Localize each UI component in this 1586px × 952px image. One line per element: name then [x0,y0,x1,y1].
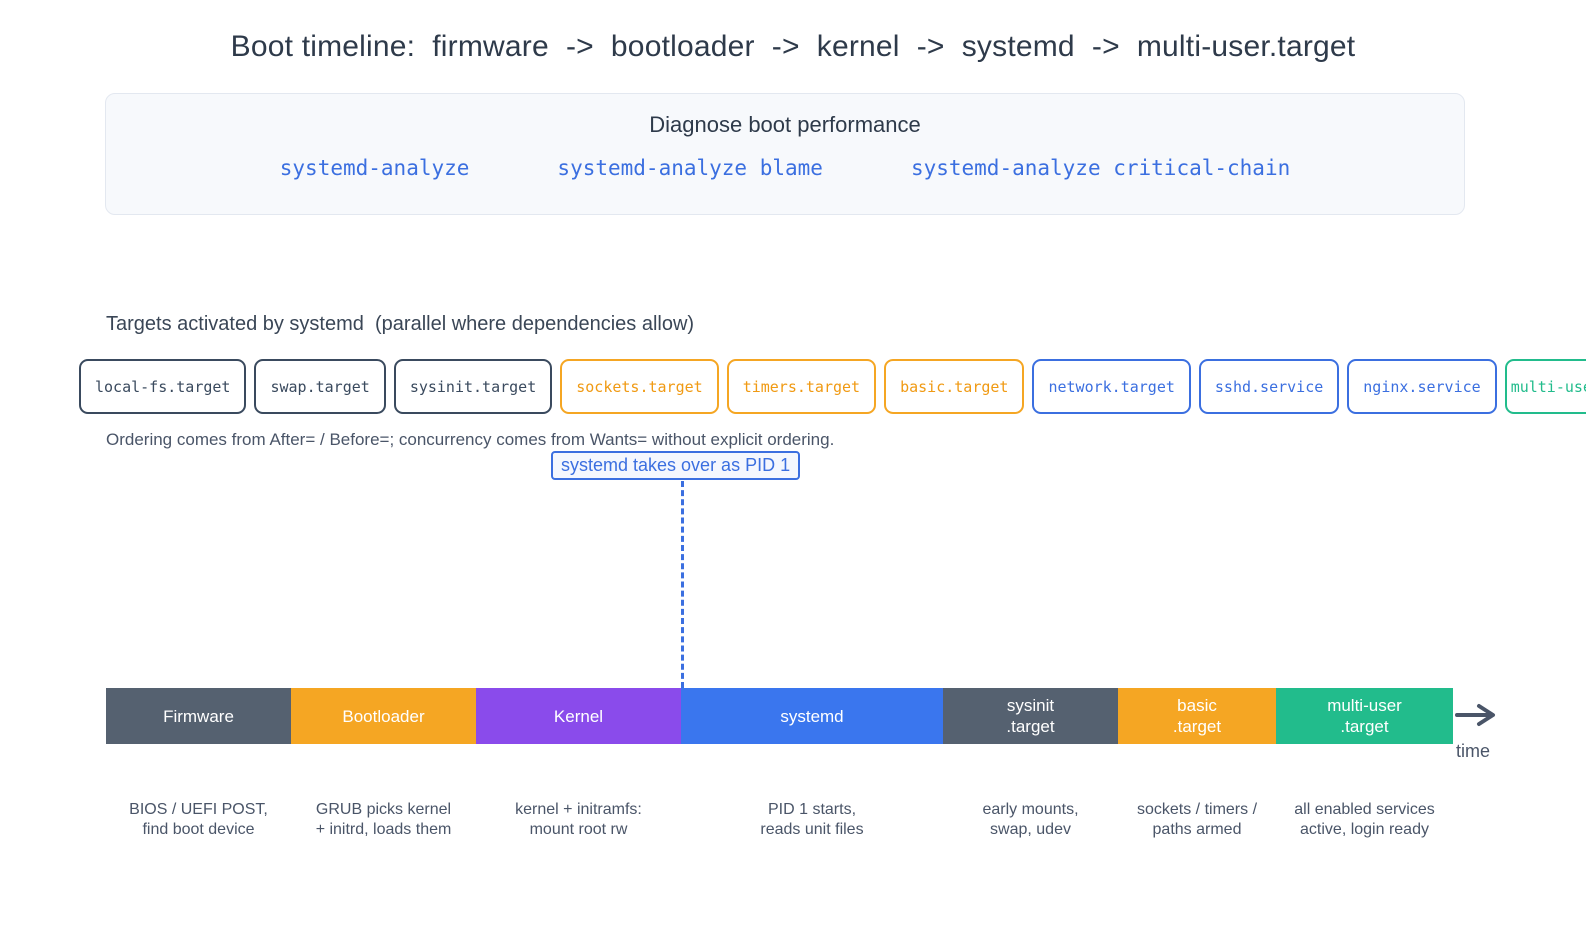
timeline-caption: BIOS / UEFI POST, find boot device [106,800,291,840]
timeline-segment-sublabel: .target [1172,717,1222,736]
diagnose-command-list: systemd-analyze systemd-analyze blame syst… [106,156,1464,180]
timeline-caption-line: kernel + initramfs: [515,801,642,818]
timeline-caption-line: reads unit files [760,821,864,838]
timeline-segment[interactable]: sysinit .target [943,688,1118,744]
timeline-caption: kernel + initramfs: mount root rw [476,800,681,840]
timeline-caption-line: active, login ready [1300,821,1429,838]
timeline-caption: early mounts, swap, udev [943,800,1118,840]
timeline-caption-line: + initrd, loads them [315,821,452,838]
diagnose-command[interactable]: systemd-analyze [279,156,470,180]
timeline-caption: GRUB picks kernel + initrd, loads them [291,800,476,840]
timeline-caption: PID 1 starts, reads unit files [681,800,943,840]
timeline-segment-sublabel: .target [1006,717,1055,736]
timeline-segment-label: multi-user [1327,696,1402,715]
target-chip[interactable]: sysinit.target [393,359,553,414]
targets-heading: Targets activated by systemd (parallel w… [106,313,695,335]
pid1-callout-label: systemd takes over as PID 1 [561,455,791,475]
timeline-caption: sockets / timers / paths armed [1118,800,1276,840]
target-chip[interactable]: sshd.service [1198,359,1340,414]
target-chip[interactable]: swap.target [254,359,386,414]
timeline-segment-sublabel: .target [1340,717,1389,736]
boot-timeline-bar: Firmware Bootloader Kernel systemd sysinit .t… [106,688,1453,744]
time-arrow-icon [1455,703,1497,727]
diagnose-command[interactable]: systemd-analyze blame [557,156,823,180]
timeline-caption-line: BIOS / UEFI POST, [129,801,268,818]
timeline-segment[interactable]: Firmware [106,688,291,744]
page-title: Boot timeline: firmware -> bootloader ->… [230,30,1356,63]
diagnose-command[interactable]: systemd-analyze critical-chain [910,156,1291,180]
target-chip[interactable]: nginx.service [1347,359,1497,414]
timeline-segment-label: basic [1177,696,1217,715]
diagnose-panel: Diagnose boot performance systemd-analyz… [105,93,1465,215]
timeline-caption: all enabled services active, login ready [1276,800,1453,840]
timeline-segment[interactable]: Kernel [476,688,681,744]
target-chip[interactable]: basic.target [884,359,1025,414]
target-chip[interactable]: local-fs.target [79,359,247,414]
timeline-segment[interactable]: Bootloader [291,688,476,744]
pid1-callout: systemd takes over as PID 1 [551,451,801,480]
timeline-caption-line: PID 1 starts, [767,801,857,818]
timeline-caption-line: sockets / timers / [1136,801,1258,818]
timeline-segment-label: Kernel [553,706,604,726]
target-chip[interactable]: sockets.target [560,359,719,414]
ordering-note: Ordering comes from After= / Before=; co… [106,430,835,449]
timeline-segment[interactable]: multi-user .target [1276,688,1453,744]
target-chip[interactable]: timers.target [726,359,877,414]
timeline-segment-label: Bootloader [342,706,425,726]
timeline-caption-line: early mounts, [982,801,1079,818]
timeline-caption-line: GRUB picks kernel [315,801,452,818]
timeline-caption-line: find boot device [142,821,255,838]
timeline-caption-line: all enabled services [1294,801,1435,818]
pid1-connector-line [681,481,684,688]
timeline-caption-line: paths armed [1152,821,1242,838]
timeline-segment-label: systemd [780,706,844,726]
timeline-segment-label: sysinit [1006,696,1055,715]
diagnose-panel-heading: Diagnose boot performance [649,112,921,137]
timeline-segment[interactable]: systemd [681,688,943,744]
time-axis-label: time [1456,741,1491,761]
target-chip[interactable]: multi-user.target [1504,359,1586,414]
timeline-segment-label: Firmware [163,706,234,726]
timeline-caption-row: BIOS / UEFI POST, find boot device GRUB pi… [106,800,1453,840]
timeline-caption-line: mount root rw [529,821,628,838]
timeline-caption-line: swap, udev [990,821,1071,838]
target-chip[interactable]: network.target [1032,359,1191,414]
timeline-segment[interactable]: basic .target [1118,688,1276,744]
